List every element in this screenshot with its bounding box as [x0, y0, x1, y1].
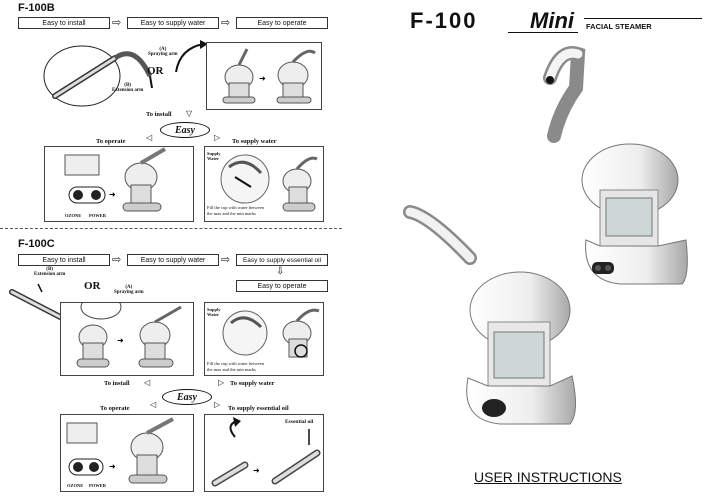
- user-instructions-footer: USER INSTRUCTIONS: [474, 469, 622, 485]
- step-operate-c: Easy to operate: [236, 280, 328, 292]
- svg-text:➜: ➜: [259, 74, 266, 83]
- ozone-label-b: OZONE: [65, 213, 82, 218]
- step-supply-water-b: Easy to supply water: [127, 17, 219, 29]
- install-arms-illustration-b: [43, 45, 153, 107]
- spraying-arm-label-b: (A) Spraying arm: [148, 47, 178, 57]
- product-mini-title: Mini: [530, 8, 574, 33]
- product-photo-steamers: [403, 46, 688, 425]
- to-operate-label-b: To operate: [96, 138, 126, 145]
- supply-water-label-b: Supply Water: [207, 151, 221, 161]
- triangle-right-icon: ▷: [214, 400, 221, 409]
- to-operate-label-c: To operate: [100, 405, 130, 412]
- model-f100c-heading: F-100C: [18, 238, 55, 250]
- water-supply-illustration: [222, 308, 320, 358]
- triangle-right-icon: ▷: [218, 378, 225, 387]
- steamer-operate-illustration: ➜: [66, 417, 174, 484]
- arrow-down-icon: ⇩: [276, 266, 285, 277]
- supply-water-label-c: Supply Water: [207, 307, 221, 317]
- step-operate-b: Easy to operate: [236, 17, 328, 29]
- easy-oval-b: Easy: [160, 122, 210, 138]
- fill-note-b: Fill the cup with water between the max …: [207, 205, 264, 216]
- arrow-right-icon: ⇨: [112, 17, 122, 29]
- section-divider: [0, 228, 342, 229]
- curved-arrow-icon: [175, 40, 208, 73]
- svg-text:➜: ➜: [109, 462, 116, 471]
- steamer-install-illustration: ➜: [222, 48, 316, 104]
- water-supply-illustration: [220, 154, 318, 212]
- step-supply-oil-c: Easy to supply essential oil: [236, 254, 328, 266]
- svg-text:➜: ➜: [117, 336, 124, 345]
- spraying-arm-label-c: (A) Spraying arm: [114, 285, 144, 295]
- arrow-right-icon: ⇨: [221, 17, 231, 29]
- extension-arm-label-c: (B) Extension arm: [34, 267, 66, 277]
- operate-panel-b: ➜ OZONE POWER: [44, 146, 194, 222]
- supply-water-panel-c: Supply Water Fill the cup with water bet…: [204, 302, 324, 376]
- title-underline: [508, 32, 578, 33]
- step-install-b: Easy to install: [18, 17, 110, 29]
- fill-note-c: Fill the cup with water between the max …: [207, 361, 264, 372]
- to-supply-water-label-c: To supply water: [230, 380, 275, 387]
- svg-text:➜: ➜: [253, 466, 260, 475]
- operate-panel-c: ➜ OZONE POWER: [60, 414, 194, 492]
- model-f100b-heading: F-100B: [18, 2, 55, 14]
- svg-text:➜: ➜: [109, 190, 116, 199]
- install-panel-b: ➜: [206, 42, 322, 110]
- triangle-down-icon: ▽: [186, 109, 193, 118]
- to-install-label-b: To install: [146, 111, 172, 118]
- extension-arm-label-b: (B) Extension arm: [112, 83, 144, 93]
- ozone-label-c: OZONE: [67, 483, 84, 488]
- to-install-label-c: To install: [104, 380, 130, 387]
- or-label-c: OR: [84, 280, 101, 292]
- triangle-right-icon: ▷: [214, 133, 221, 142]
- steamer-operate-illustration: ➜: [64, 147, 167, 212]
- arrow-right-icon: ⇨: [221, 254, 231, 266]
- steamer-install-illustration: ➜: [76, 294, 182, 368]
- easy-oval-c: Easy: [162, 389, 212, 405]
- power-label-b: POWER: [89, 213, 107, 218]
- supply-oil-panel-c: ➜ Essential oil: [204, 414, 324, 492]
- install-arms-illustration-c: [9, 283, 69, 323]
- triangle-left-icon: ◁: [146, 133, 153, 142]
- to-supply-water-label-b: To supply water: [232, 138, 277, 145]
- subtitle-rule: [584, 18, 702, 19]
- install-panel-c: ➜: [60, 294, 194, 376]
- to-supply-essential-oil-label-c: To supply essential oil: [228, 405, 289, 412]
- essential-oil-label-c: Essential oil: [285, 419, 314, 425]
- arrow-right-icon: ⇨: [112, 254, 122, 266]
- triangle-left-icon: ◁: [144, 378, 151, 387]
- step-supply-water-c: Easy to supply water: [127, 254, 219, 266]
- power-label-c: POWER: [89, 483, 107, 488]
- step-install-c: Easy to install: [18, 254, 110, 266]
- or-label-b: OR: [147, 65, 164, 77]
- supply-water-panel-b: Supply Water Fill the cup with water bet…: [204, 146, 324, 222]
- product-model-title: F-100: [410, 8, 478, 33]
- product-subtitle: FACIAL STEAMER: [586, 22, 652, 31]
- triangle-left-icon: ◁: [150, 400, 157, 409]
- essential-oil-illustration: ➜: [211, 417, 321, 487]
